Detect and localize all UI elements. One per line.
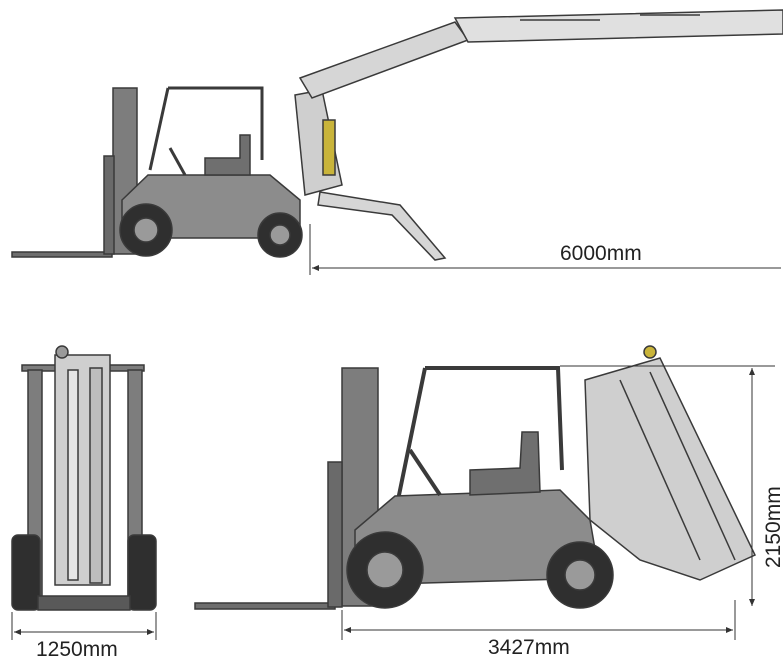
stowed-seat bbox=[469, 431, 541, 496]
side-view-stowed bbox=[194, 345, 757, 610]
front-wheel bbox=[119, 203, 173, 257]
boom-lower bbox=[298, 21, 470, 99]
reach-label: 6000mm bbox=[560, 242, 642, 265]
front-tire-left bbox=[11, 534, 41, 611]
seat bbox=[204, 134, 251, 176]
width-dimension: 1250mm bbox=[11, 612, 157, 660]
length-label: 3427mm bbox=[488, 636, 570, 659]
stowed-front-wheel bbox=[346, 531, 424, 609]
cab-frame bbox=[148, 86, 264, 171]
side-view-extended bbox=[11, 9, 783, 261]
stowed-rear-wheel bbox=[546, 541, 614, 609]
front-tire-right bbox=[127, 534, 157, 611]
rear-wheel bbox=[257, 212, 303, 258]
width-label: 1250mm bbox=[36, 638, 118, 660]
height-dimension: 2150mm bbox=[560, 365, 783, 606]
stowed-cab-frame bbox=[396, 366, 564, 501]
stowed-fork bbox=[194, 602, 336, 610]
reach-dimension: 6000mm bbox=[309, 224, 781, 275]
length-dimension: 3427mm bbox=[341, 600, 736, 659]
stowed-crane bbox=[584, 357, 757, 581]
outrigger bbox=[317, 191, 447, 261]
hydraulic-cylinder bbox=[322, 119, 336, 176]
fork bbox=[11, 251, 113, 258]
height-label: 2150mm bbox=[762, 486, 783, 568]
boom-upper bbox=[453, 9, 783, 43]
front-view bbox=[11, 345, 157, 611]
stowed-hook bbox=[643, 345, 657, 359]
